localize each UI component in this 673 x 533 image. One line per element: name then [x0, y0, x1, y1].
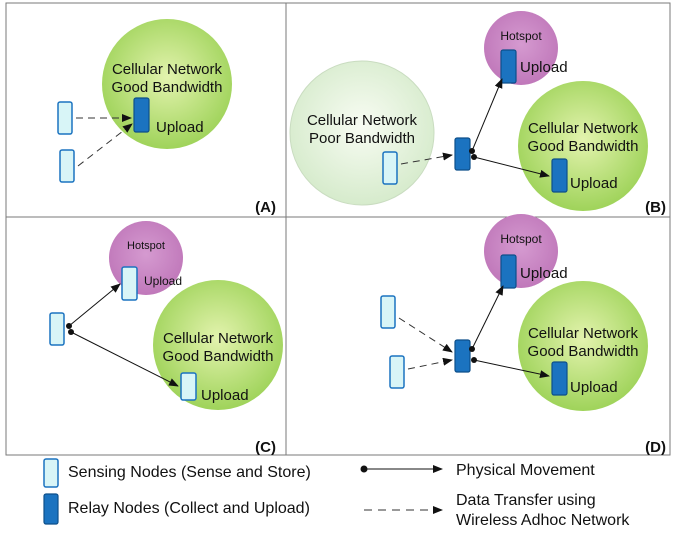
- data-transfer-arrow: [407, 357, 453, 370]
- data-transfer-arrow: [400, 152, 453, 165]
- sensing-node-icon: [380, 295, 396, 329]
- legend: Sensing Nodes (Sense and Store) Relay No…: [43, 458, 630, 529]
- sensing-node-icon: [382, 151, 398, 185]
- sensing-node-icon: [389, 355, 405, 389]
- upload-label: Upload: [520, 265, 568, 282]
- legend-data-label-2: Wireless Adhoc Network: [456, 512, 630, 529]
- sensing-node-icon: [59, 149, 75, 183]
- legend-physical-label: Physical Movement: [456, 462, 595, 479]
- legend-data-label: Data Transfer using: [456, 492, 596, 509]
- relay-node-icon: [454, 339, 471, 373]
- cellular-network-label: Cellular Network: [307, 112, 418, 129]
- cellular-poor-circle: [289, 60, 435, 206]
- upload-label: Upload: [570, 175, 618, 192]
- panel-frame: [5, 2, 671, 456]
- legend-sensing-label: Sensing Nodes (Sense and Store): [68, 464, 311, 481]
- bandwidth-label: Good Bandwidth: [163, 348, 274, 365]
- sensing-node-icon: [57, 101, 73, 135]
- physical-movement-arrow: [68, 283, 121, 327]
- panel-a: Cellular Network Good Bandwidth Upload (…: [57, 19, 276, 216]
- panel-d: Hotspot Upload Cellular Network Good Ban…: [380, 214, 666, 456]
- sensing-node-icon: [49, 312, 65, 346]
- sensing-node-icon: [43, 458, 59, 488]
- cellular-network-label: Cellular Network: [528, 325, 639, 342]
- bandwidth-label: Good Bandwidth: [528, 138, 639, 155]
- physical-movement-arrow: [473, 156, 550, 178]
- panel-tag: (D): [645, 439, 666, 456]
- cellular-good-circle: [518, 281, 648, 411]
- upload-label: Upload: [201, 387, 249, 404]
- upload-label: Upload: [156, 119, 204, 136]
- physical-movement-arrow: [471, 78, 503, 152]
- panel-tag: (A): [255, 199, 276, 216]
- bandwidth-label: Good Bandwidth: [528, 343, 639, 360]
- data-transfer-arrow: [398, 317, 453, 353]
- physical-movement-arrow: [471, 285, 504, 350]
- panel-tag: (B): [645, 199, 666, 216]
- cellular-network-label: Cellular Network: [528, 120, 639, 137]
- bandwidth-label: Good Bandwidth: [112, 79, 223, 96]
- cellular-good-circle: [518, 81, 648, 211]
- panel-tag: (C): [255, 439, 276, 456]
- upload-label: Upload: [144, 274, 182, 288]
- hotspot-label: Hotspot: [500, 29, 542, 43]
- cellular-network-label: Cellular Network: [112, 61, 223, 78]
- panel-c: Hotspot Upload Cellular Network Good Ban…: [49, 221, 283, 456]
- legend-relay-label: Relay Nodes (Collect and Upload): [68, 500, 310, 517]
- relay-node-icon: [500, 254, 517, 289]
- panel-b: Cellular Network Poor Bandwidth Hotspot …: [289, 11, 666, 216]
- sensing-node-icon: [121, 266, 138, 301]
- physical-movement-arrow: [473, 359, 550, 379]
- relay-node-icon: [43, 493, 59, 525]
- relay-node-icon: [454, 137, 471, 171]
- hotspot-label: Hotspot: [127, 240, 165, 252]
- cellular-network-label: Cellular Network: [163, 330, 274, 347]
- relay-node-icon: [133, 97, 150, 133]
- relay-node-icon: [551, 158, 568, 193]
- physical-movement-arrow: [70, 331, 179, 387]
- relay-node-icon: [551, 361, 568, 396]
- sensing-node-icon: [180, 372, 197, 401]
- upload-label: Upload: [520, 59, 568, 76]
- hotspot-label: Hotspot: [500, 232, 542, 246]
- relay-node-icon: [500, 49, 517, 84]
- upload-label: Upload: [570, 379, 618, 396]
- bandwidth-label: Poor Bandwidth: [309, 130, 415, 147]
